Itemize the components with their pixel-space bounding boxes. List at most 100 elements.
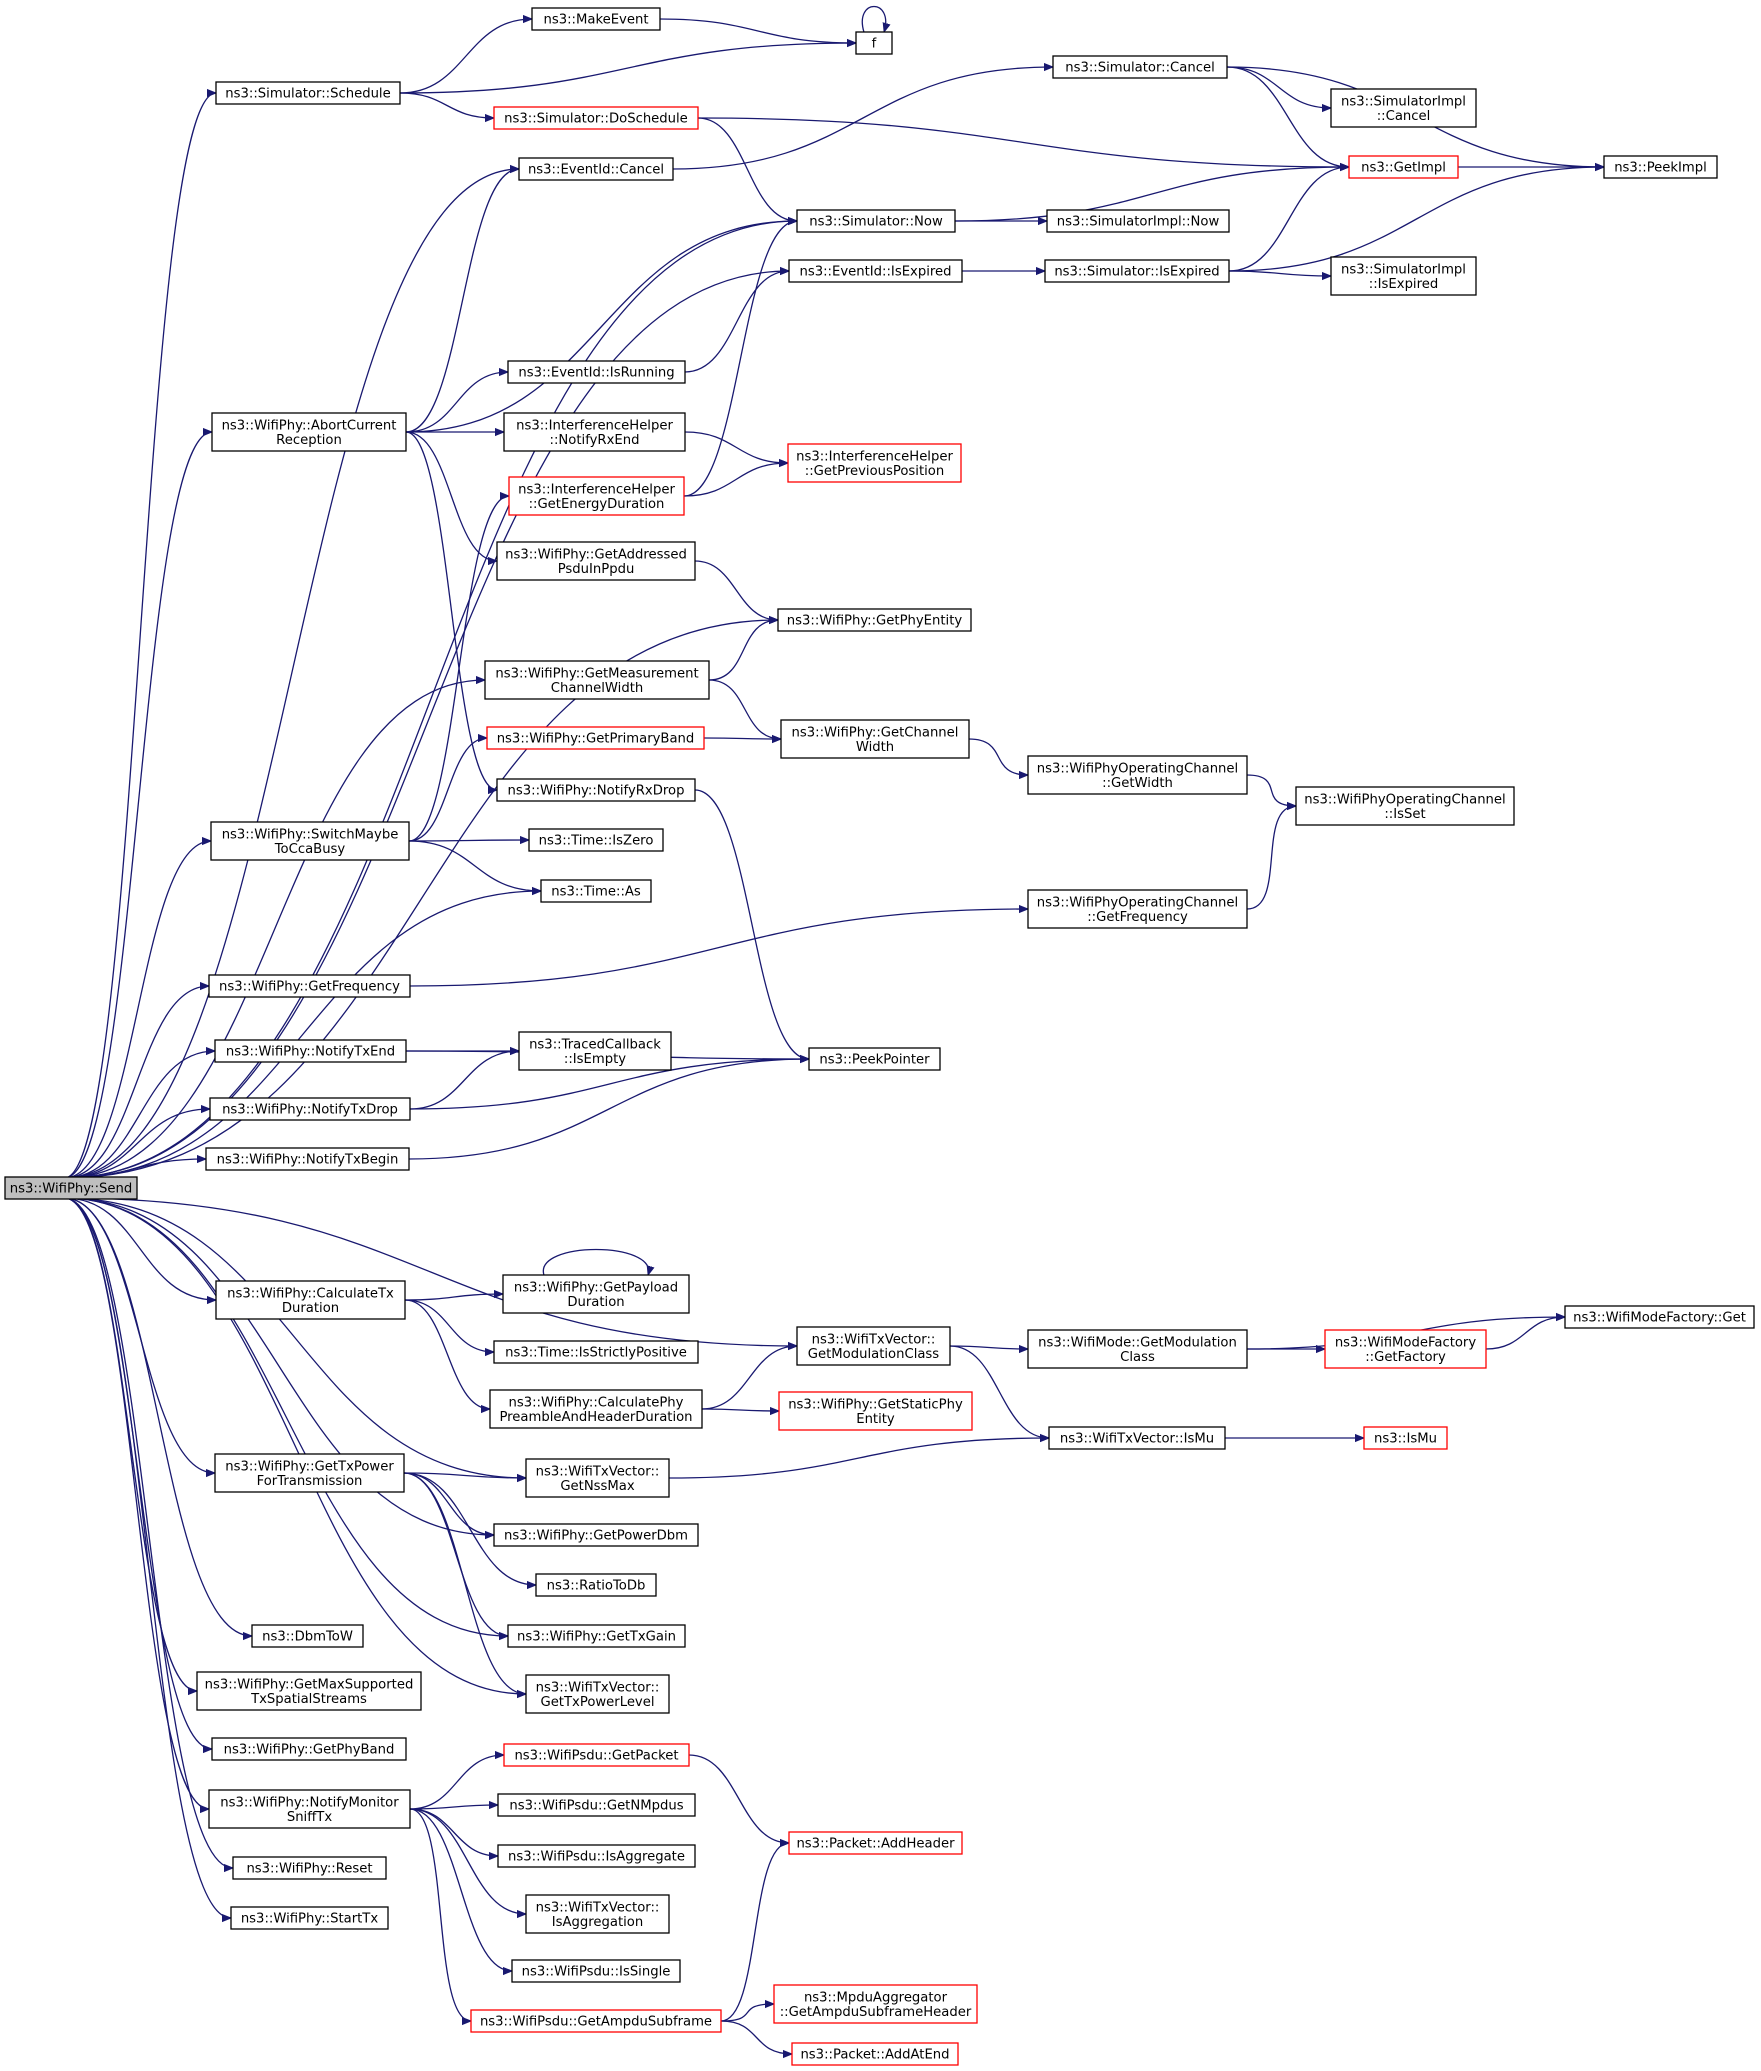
node-getmodclass[interactable]: ns3::WifiTxVector::GetModulationClass [796, 1326, 951, 1366]
node-notifytxdrop[interactable]: ns3::WifiPhy::NotifyTxDrop [209, 1097, 411, 1121]
node-txvecismu[interactable]: ns3::WifiTxVector::IsMu [1048, 1426, 1226, 1450]
node-f[interactable]: f [855, 31, 893, 55]
node-simisexpired[interactable]: ns3::Simulator::IsExpired [1044, 259, 1230, 283]
node-txvecisagg[interactable]: ns3::WifiTxVector::IsAggregation [525, 1894, 670, 1934]
node-label: SniffTx [287, 1810, 333, 1825]
node-starttx[interactable]: ns3::WifiPhy::StartTx [230, 1906, 389, 1930]
node-label: ::GetPreviousPosition [805, 464, 944, 479]
node-modegetmod[interactable]: ns3::WifiMode::GetModulationClass [1027, 1329, 1248, 1369]
node-getprimary[interactable]: ns3::WifiPhy::GetPrimaryBand [486, 726, 705, 750]
node-addatend[interactable]: ns3::Packet::AddAtEnd [791, 2042, 959, 2066]
node-label: ::IsSet [1384, 807, 1425, 822]
node-eventisexpired[interactable]: ns3::EventId::IsExpired [788, 259, 963, 283]
node-getprevpos[interactable]: ns3::InterferenceHelper::GetPreviousPosi… [787, 443, 962, 483]
node-doschedule[interactable]: ns3::Simulator::DoSchedule [493, 106, 699, 130]
node-box [518, 1031, 672, 1071]
node-psdugetpacket[interactable]: ns3::WifiPsdu::GetPacket [503, 1743, 690, 1767]
node-gettxgain[interactable]: ns3::WifiPhy::GetTxGain [507, 1624, 686, 1648]
node-gettxpowerlevel[interactable]: ns3::WifiTxVector::GetTxPowerLevel [525, 1674, 670, 1714]
edge-abort-to-getaddressed [405, 431, 497, 561]
node-reset[interactable]: ns3::WifiPhy::Reset [232, 1856, 387, 1880]
node-notifytxend[interactable]: ns3::WifiPhy::NotifyTxEnd [214, 1039, 407, 1063]
node-opgetfreq[interactable]: ns3::WifiPhyOperatingChannel::GetFrequen… [1027, 889, 1248, 929]
node-getnssmax[interactable]: ns3::WifiTxVector::GetNssMax [525, 1458, 670, 1498]
node-box [787, 443, 962, 483]
edge-send-to-abort [64, 432, 212, 1179]
node-psdugetampdu[interactable]: ns3::WifiPsdu::GetAmpduSubframe [470, 2009, 722, 2033]
node-psduissingle[interactable]: ns3::WifiPsdu::IsSingle [511, 1959, 681, 1983]
node-peekimpl[interactable]: ns3::PeekImpl [1603, 155, 1718, 179]
node-psdugetnmpdus[interactable]: ns3::WifiPsdu::GetNMpdus [497, 1793, 696, 1817]
node-opisset[interactable]: ns3::WifiPhyOperatingChannel::IsSet [1295, 786, 1515, 826]
node-factoryget[interactable]: ns3::WifiModeFactory::Get [1564, 1305, 1755, 1329]
node-iszero[interactable]: ns3::Time::IsZero [528, 828, 664, 852]
node-ismu[interactable]: ns3::IsMu [1363, 1426, 1448, 1450]
edge-send-to-notifytxdrop [64, 1109, 210, 1179]
edge-notifytxbegin-to-peekpointer [408, 1059, 809, 1160]
node-getampduhdr[interactable]: ns3::MpduAggregator::GetAmpduSubframeHea… [773, 1984, 978, 2024]
node-label: ns3::WifiPhy::NotifyTxEnd [226, 1045, 395, 1060]
node-psduisagg[interactable]: ns3::WifiPsdu::IsAggregate [497, 1844, 696, 1868]
node-makeevent[interactable]: ns3::MakeEvent [531, 7, 661, 31]
node-notifyrxdrop[interactable]: ns3::WifiPhy::NotifyRxDrop [496, 778, 696, 802]
node-schedule[interactable]: ns3::Simulator::Schedule [215, 81, 401, 105]
node-isrunning[interactable]: ns3::EventId::IsRunning [507, 360, 686, 384]
node-eventcancel[interactable]: ns3::EventId::Cancel [518, 157, 674, 181]
node-label: ns3::WifiMode::GetModulation [1038, 1335, 1237, 1350]
node-tracedisempty[interactable]: ns3::TracedCallback::IsEmpty [518, 1031, 672, 1071]
node-simimplnow[interactable]: ns3::SimulatorImpl::Now [1046, 209, 1230, 233]
node-notifyrxend[interactable]: ns3::InterferenceHelper::NotifyRxEnd [503, 412, 686, 452]
edge-getchanwidth-to-opgetwidth [968, 738, 1028, 775]
node-label: GetTxPowerLevel [540, 1695, 654, 1710]
edge-notifytxdrop-to-peekpointer [409, 1059, 809, 1110]
node-getpowerdbm[interactable]: ns3::WifiPhy::GetPowerDbm [493, 1523, 699, 1547]
node-isstrictly[interactable]: ns3::Time::IsStrictlyPositive [493, 1340, 699, 1364]
node-getimpl[interactable]: ns3::GetImpl [1348, 155, 1459, 179]
node-label: ns3::SimulatorImpl [1341, 262, 1466, 277]
node-getphyentity[interactable]: ns3::WifiPhy::GetPhyEntity [777, 608, 972, 632]
node-box [214, 1453, 405, 1493]
node-simimplcancel[interactable]: ns3::SimulatorImpl::Cancel [1330, 88, 1477, 128]
node-calcpreamble[interactable]: ns3::WifiPhy::CalculatePhyPreambleAndHea… [489, 1389, 703, 1429]
node-box [196, 1671, 422, 1711]
node-label: ::GetEnergyDuration [529, 497, 665, 512]
edge-calctx-to-getpayload [404, 1294, 503, 1301]
node-simimplisexpired[interactable]: ns3::SimulatorImpl::IsExpired [1330, 256, 1477, 296]
node-box [493, 106, 699, 130]
node-getphyband[interactable]: ns3::WifiPhy::GetPhyBand [211, 1737, 407, 1761]
node-opgetwidth[interactable]: ns3::WifiPhyOperatingChannel::GetWidth [1027, 755, 1248, 795]
node-getmaxsupp[interactable]: ns3::WifiPhy::GetMaxSupportedTxSpatialSt… [196, 1671, 422, 1711]
node-simnow[interactable]: ns3::Simulator::Now [796, 209, 956, 233]
edge-simisexpired-to-getimpl [1228, 167, 1349, 272]
node-notifytxbegin[interactable]: ns3::WifiPhy::NotifyTxBegin [205, 1147, 410, 1171]
edge-simcancel-to-simimplcancel [1226, 66, 1331, 108]
node-ratiotodb[interactable]: ns3::RatioToDb [535, 1573, 657, 1597]
node-dbmtow[interactable]: ns3::DbmToW [251, 1624, 364, 1648]
node-getenergy[interactable]: ns3::InterferenceHelper::GetEnergyDurati… [508, 476, 685, 516]
node-getfactory[interactable]: ns3::WifiModeFactory::GetFactory [1324, 1329, 1487, 1369]
node-label: ns3::WifiPhy::AbortCurrent [222, 418, 397, 433]
node-box [1564, 1305, 1755, 1329]
edge-schedule-to-doschedule [399, 92, 494, 118]
node-timeas[interactable]: ns3::Time::As [540, 879, 652, 903]
edge-schedule-to-makeevent [399, 19, 532, 94]
node-simcancel[interactable]: ns3::Simulator::Cancel [1052, 55, 1228, 79]
node-label: f [872, 37, 877, 52]
edge-psdugetpacket-to-addheader [688, 1754, 789, 1843]
node-getfreq[interactable]: ns3::WifiPhy::GetFrequency [208, 974, 411, 998]
node-addheader[interactable]: ns3::Packet::AddHeader [788, 1831, 963, 1855]
node-send[interactable]: ns3::WifiPhy::Send [4, 1176, 138, 1200]
node-label: ns3::WifiPhy::GetStaticPhy [788, 1397, 963, 1412]
node-peekpointer[interactable]: ns3::PeekPointer [808, 1047, 941, 1071]
edge-getmeas-to-getchanwidth [708, 679, 781, 739]
